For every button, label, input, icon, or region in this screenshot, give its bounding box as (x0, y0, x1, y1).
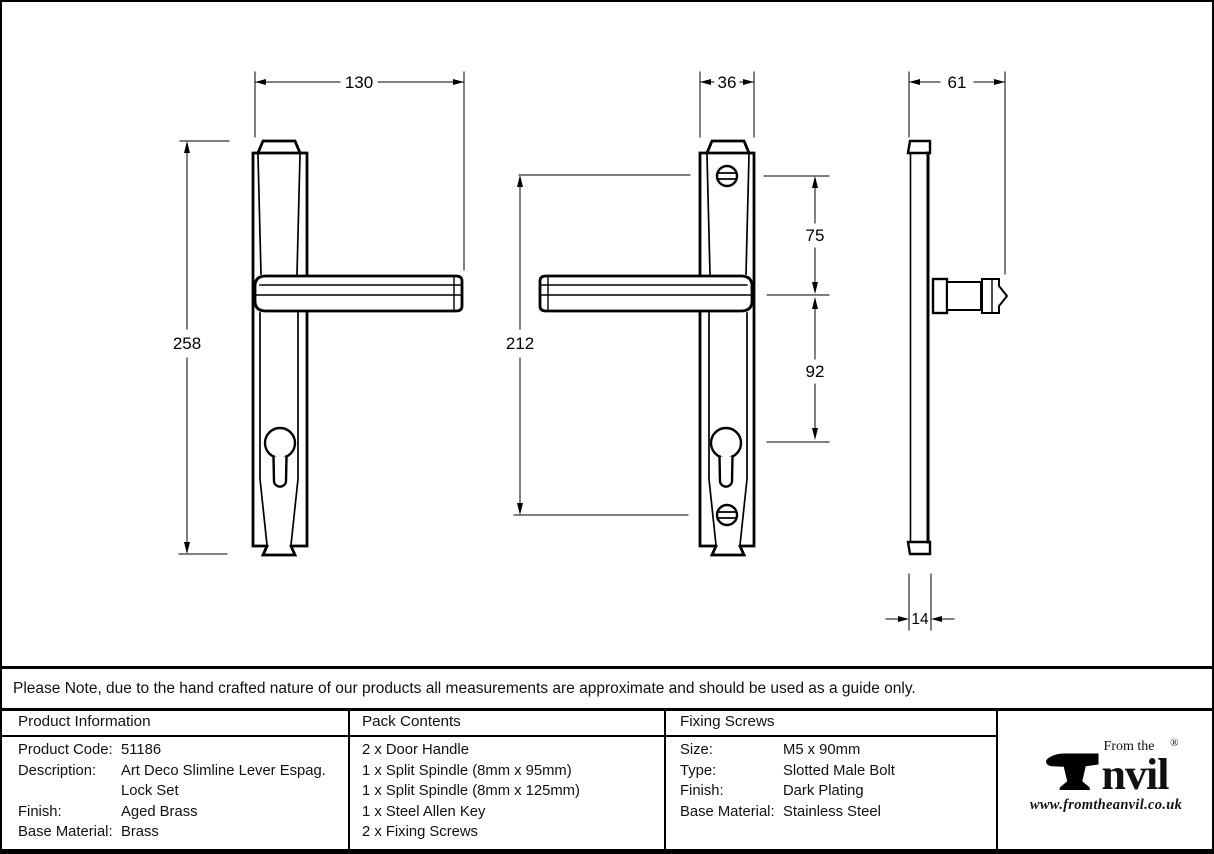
front-view-lever-left: 36 212 75 (506, 71, 830, 557)
front2-backplate (698, 139, 756, 557)
top-screw (715, 164, 739, 188)
dim-spindle-to-keyhole: 92 (766, 297, 830, 443)
dim-overall-width: 130 (254, 71, 465, 271)
list-item: 1 x Steel Allen Key (362, 803, 486, 820)
fixing-screws-cell: Size: M5 x 90mm Type: Slotted Male Bolt … (680, 740, 988, 822)
dim-label-spindle-to-keyhole: 92 (806, 362, 825, 381)
logo-tagline: From the (1103, 739, 1155, 754)
dim-projection: 61 (908, 71, 1006, 275)
dim-label-projection: 61 (948, 73, 967, 92)
header-product-information: Product Information (18, 713, 151, 730)
list-item: 2 x Fixing Screws (362, 824, 478, 841)
dim-label-overall-width: 130 (345, 73, 373, 92)
product-information-cell: Product Code: 51186 Description: Art Dec… (18, 740, 344, 843)
table-row: Type: Slotted Male Bolt (680, 761, 988, 782)
front2-keyhole (709, 426, 743, 488)
front-view-lever-right: 130 258 (173, 71, 465, 557)
row-label: Size: (680, 742, 713, 758)
dim-top-to-spindle: 75 (763, 175, 830, 296)
header-fixing-screws: Fixing Screws (680, 713, 775, 730)
bottom-screw (715, 503, 739, 527)
logo-url: www.fromtheanvil.co.uk (1029, 797, 1183, 813)
row-label: Base Material: (680, 803, 775, 820)
registered-mark: ® (1170, 737, 1179, 749)
table-header-divider (2, 735, 997, 737)
front-keyhole (263, 426, 297, 488)
note-text: Please Note, due to the hand crafted nat… (13, 679, 916, 697)
side-spindle (931, 277, 1009, 315)
dim-label-plate-width: 36 (718, 73, 737, 92)
row-label: Product Code: (18, 742, 113, 758)
row-value: Stainless Steel (783, 803, 881, 820)
list-item: 1 x Split Spindle (8mm x 95mm) (362, 762, 572, 779)
table-col-divider-2 (664, 708, 666, 849)
front-lever (253, 274, 464, 313)
row-label: Description: (18, 762, 97, 779)
table-row: Finish: Dark Plating (680, 781, 988, 802)
row-value: Art Deco Slimline Lever Espag. Lock Set (121, 762, 326, 800)
row-label: Base Material: (18, 824, 113, 841)
dim-plate-height: 258 (173, 140, 230, 555)
row-label: Finish: (680, 783, 724, 800)
row-value: M5 x 90mm (783, 742, 861, 758)
table-row: Base Material: Stainless Steel (680, 802, 988, 823)
table-top-border (2, 708, 1212, 711)
table-row: Finish: Aged Brass (18, 802, 344, 823)
brand-logo: nvil From the ® www.fromtheanvil.co.uk (998, 708, 1212, 849)
side-view: 61 (885, 71, 1009, 631)
row-value: 51186 (121, 742, 162, 758)
row-label: Type: (680, 762, 717, 779)
row-value: Dark Plating (783, 783, 864, 800)
header-pack-contents: Pack Contents (362, 713, 461, 730)
logo-name-text: nvil (1101, 750, 1170, 799)
side-backplate (906, 139, 932, 556)
dim-fixing-centres: 212 (506, 174, 691, 516)
pack-contents-cell: 2 x Door Handle 1 x Split Spindle (8mm x… (362, 740, 658, 843)
row-value: Slotted Male Bolt (783, 762, 895, 779)
front2-lever (538, 274, 754, 313)
logo-wordmark: nvil From the ® (1044, 737, 1178, 799)
table-row: Size: M5 x 90mm (680, 740, 988, 761)
table-row: Product Code: 51186 (18, 740, 344, 761)
dim-label-top-to-spindle: 75 (806, 226, 825, 245)
row-label: Finish: (18, 803, 62, 820)
row-value: Brass (121, 824, 159, 841)
dim-label-plate-depth: 14 (911, 611, 929, 628)
table-col-divider-1 (348, 708, 350, 849)
list-item: 1 x Split Spindle (8mm x 125mm) (362, 783, 580, 800)
dim-label-plate-height: 258 (173, 334, 201, 353)
list-item: 2 x Door Handle (362, 742, 469, 758)
dim-plate-width: 36 (699, 71, 755, 138)
note-bar-top-border (2, 666, 1212, 669)
dim-label-fixing-centres: 212 (506, 334, 534, 353)
row-value: Aged Brass (121, 803, 198, 820)
anvil-icon (1045, 753, 1099, 790)
dim-plate-depth: 14 (885, 573, 955, 631)
technical-drawing: 130 258 (173, 71, 1009, 631)
front-backplate (251, 139, 309, 557)
table-col-divider-3 (996, 708, 998, 849)
table-row: Base Material: Brass (18, 822, 344, 843)
table-row: Description: Art Deco Slimline Lever Esp… (18, 761, 344, 802)
